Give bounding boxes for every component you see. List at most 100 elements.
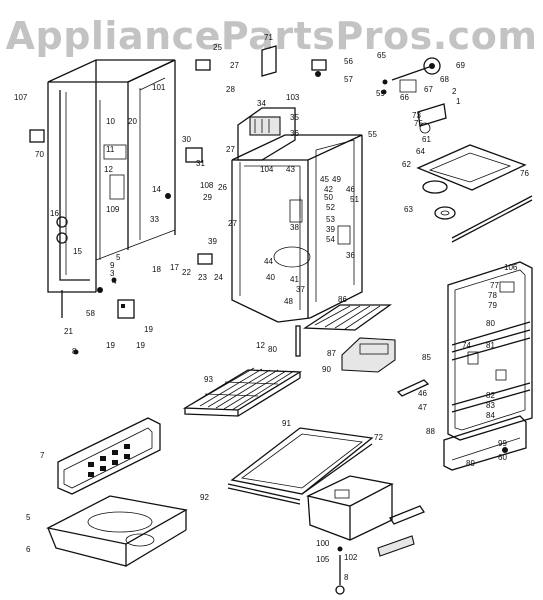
label-20: 20	[128, 117, 137, 126]
label-21: 21	[64, 327, 73, 336]
label-73: 73	[412, 111, 421, 120]
label-5: 5	[116, 253, 121, 262]
label-54: 54	[326, 235, 335, 244]
label-89: 89	[466, 459, 475, 468]
cabinet-shell	[47, 59, 176, 293]
label-91: 91	[282, 419, 291, 428]
label-72: 72	[374, 433, 383, 442]
label-88: 88	[426, 427, 435, 436]
label-107: 107	[14, 93, 28, 102]
crisper-drawer	[306, 475, 394, 541]
label-47: 47	[418, 403, 427, 412]
label-22: 22	[182, 268, 191, 277]
label-45: 45	[320, 175, 329, 184]
label-59: 59	[376, 89, 385, 98]
part-labels: 107 70 16 15 21 8 58 10 11 12 101 20 30 …	[14, 33, 529, 582]
label-92: 92	[200, 493, 209, 502]
label-3: 3	[110, 269, 115, 278]
label-66: 66	[400, 93, 409, 102]
label-41: 41	[290, 275, 299, 284]
label-57: 57	[344, 75, 353, 84]
label-85: 85	[422, 353, 431, 362]
label-50: 50	[324, 193, 333, 202]
freezer-liner	[231, 134, 363, 323]
label-39: 39	[208, 237, 217, 246]
label-46b: 46	[418, 389, 427, 398]
label-102: 102	[344, 553, 358, 562]
evaporator-cover	[237, 107, 296, 161]
grille-slots	[88, 444, 130, 477]
part-71	[261, 45, 277, 77]
label-99: 99	[498, 439, 507, 448]
label-90: 90	[322, 365, 331, 374]
label-74: 74	[462, 341, 471, 350]
label-27b: 27	[228, 219, 237, 228]
label-6: 6	[26, 545, 31, 554]
label-27c: 27	[230, 61, 239, 70]
label-25: 25	[213, 43, 222, 52]
freezer-shelf	[302, 304, 396, 373]
label-29: 29	[203, 193, 212, 202]
label-70: 70	[35, 150, 44, 159]
label-46: 46	[346, 185, 355, 194]
label-38: 38	[290, 223, 299, 232]
label-7: 7	[40, 451, 45, 460]
label-108: 108	[200, 181, 214, 190]
label-11: 11	[106, 145, 115, 154]
label-109: 109	[106, 205, 120, 214]
label-67: 67	[424, 85, 433, 94]
label-69: 69	[456, 61, 465, 70]
label-10: 10	[106, 117, 115, 126]
label-12: 12	[104, 165, 113, 174]
label-79: 79	[488, 301, 497, 310]
label-71: 71	[264, 33, 273, 42]
wire-shelf	[182, 367, 303, 417]
label-23: 23	[198, 273, 207, 282]
label-4: 4	[112, 277, 117, 286]
label-106: 106	[504, 263, 518, 272]
label-31: 31	[196, 159, 205, 168]
label-9: 9	[110, 261, 115, 270]
label-48: 48	[284, 297, 293, 306]
drawer-front	[57, 417, 161, 495]
label-84: 84	[486, 411, 495, 420]
label-63: 63	[404, 205, 413, 214]
label-56: 56	[344, 57, 353, 66]
label-62: 62	[402, 160, 411, 169]
label-58: 58	[86, 309, 95, 318]
label-16: 16	[50, 209, 59, 218]
label-12b: 12	[256, 341, 265, 350]
shelf-wires	[191, 367, 295, 411]
label-105: 105	[316, 555, 330, 564]
ice-maker-parts	[391, 57, 533, 243]
label-30: 30	[182, 135, 191, 144]
label-64: 64	[416, 147, 425, 156]
label-33: 33	[150, 215, 159, 224]
label-86: 86	[338, 295, 347, 304]
label-43: 43	[286, 165, 295, 174]
label-35: 35	[290, 113, 299, 122]
label-8b: 8	[344, 573, 349, 582]
label-28: 28	[226, 85, 235, 94]
label-34: 34	[257, 99, 266, 108]
label-82: 82	[486, 391, 495, 400]
label-100: 100	[316, 539, 330, 548]
label-76: 76	[520, 169, 529, 178]
label-1: 1	[456, 97, 461, 106]
label-36b: 36	[346, 251, 355, 260]
label-14: 14	[152, 185, 161, 194]
label-55: 55	[368, 130, 377, 139]
label-15: 15	[73, 247, 82, 256]
label-42: 42	[324, 185, 333, 194]
label-81: 81	[486, 341, 495, 350]
label-65: 65	[377, 51, 386, 60]
label-51: 51	[350, 195, 359, 204]
label-77: 77	[490, 281, 499, 290]
label-60: 60	[498, 453, 507, 462]
label-36: 36	[290, 129, 299, 138]
label-80: 80	[486, 319, 495, 328]
label-75: 75	[414, 119, 423, 128]
label-2: 2	[452, 87, 457, 96]
